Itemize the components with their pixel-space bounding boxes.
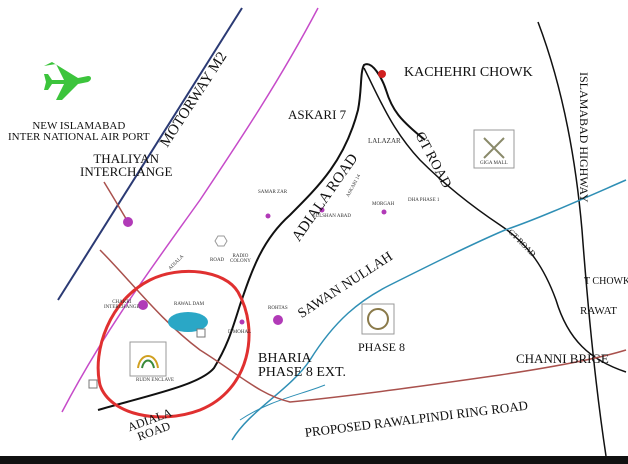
thaliyan-label: THALIYAN INTERCHANGE: [80, 151, 173, 179]
kachehri-label: KACHEHRI CHOWK: [404, 65, 533, 80]
bottom-border-bar: [0, 456, 628, 464]
t-chowk-label: T CHOWK: [584, 276, 628, 287]
morgah-marker: [381, 209, 387, 215]
radio-colony-marker: [239, 319, 245, 325]
airplane-icon: [44, 62, 91, 100]
samarzar-label: SAMAR ZAR: [258, 190, 288, 195]
radio-colony-label: RADIO COLONY: [230, 254, 251, 264]
nullah-branch-line: [239, 384, 326, 421]
small-road-label: ROAD: [210, 258, 225, 263]
dha-phase1-label: DHA PHASE 1: [408, 198, 440, 203]
samarzar-marker: [265, 213, 271, 219]
hexagon-icon: [214, 235, 228, 247]
kachehri-marker: [378, 70, 386, 78]
gulshan-marker: [319, 207, 325, 213]
motorway-m2-line: [57, 7, 243, 301]
adiala-road-line: [97, 63, 426, 411]
bahria-marker: [273, 315, 283, 325]
channi-label: CHANNI BRIGE: [516, 351, 609, 366]
islamabad-highway-label: ISLAMABAD HIGHWAY: [577, 72, 591, 203]
enclave-label: RUDN ENCLAVE: [136, 378, 175, 383]
rawal-lake: [168, 312, 208, 332]
islamabad-highway-line: [537, 21, 607, 457]
gulshan-abad-label: GULSHAN ABAD: [312, 214, 352, 219]
small-box-2: [88, 379, 98, 389]
giga-mall-label: GIGA MALL: [480, 161, 508, 166]
airport-label: NEW ISLAMABAD INTER NATIONAL AIR PORT: [8, 120, 150, 143]
phase8-logo: [361, 303, 395, 335]
rohtas-label: ROHTAS: [268, 306, 288, 311]
gt-road-line: [363, 67, 627, 373]
thaliyan-link-line: [103, 181, 129, 223]
giga-mall-logo: [473, 129, 515, 169]
bahria-ext-label: BHARIA PHASE 8 EXT.: [258, 351, 347, 380]
small-box-1: [196, 328, 206, 338]
dmohal-label: D MOHAL: [228, 330, 252, 335]
enclave-logo: [129, 341, 167, 377]
lalazar-label: LALAZAR: [368, 137, 401, 145]
askari7-label: ASKARI 7: [288, 107, 347, 122]
morgah-label: MORGAH: [372, 202, 395, 207]
chakri-marker: [138, 300, 148, 310]
rawal-dam-label: RAWAL DAM: [174, 302, 205, 307]
phase8-label: PHASE 8: [358, 340, 406, 354]
highlight-circle: [96, 269, 251, 419]
rawat-label: RAWAT: [580, 305, 618, 317]
sawan-nullah-line: [231, 179, 627, 441]
thaliyan-marker: [123, 217, 133, 227]
chakri-label: CHAKRI INTERCHANGE: [104, 300, 140, 310]
